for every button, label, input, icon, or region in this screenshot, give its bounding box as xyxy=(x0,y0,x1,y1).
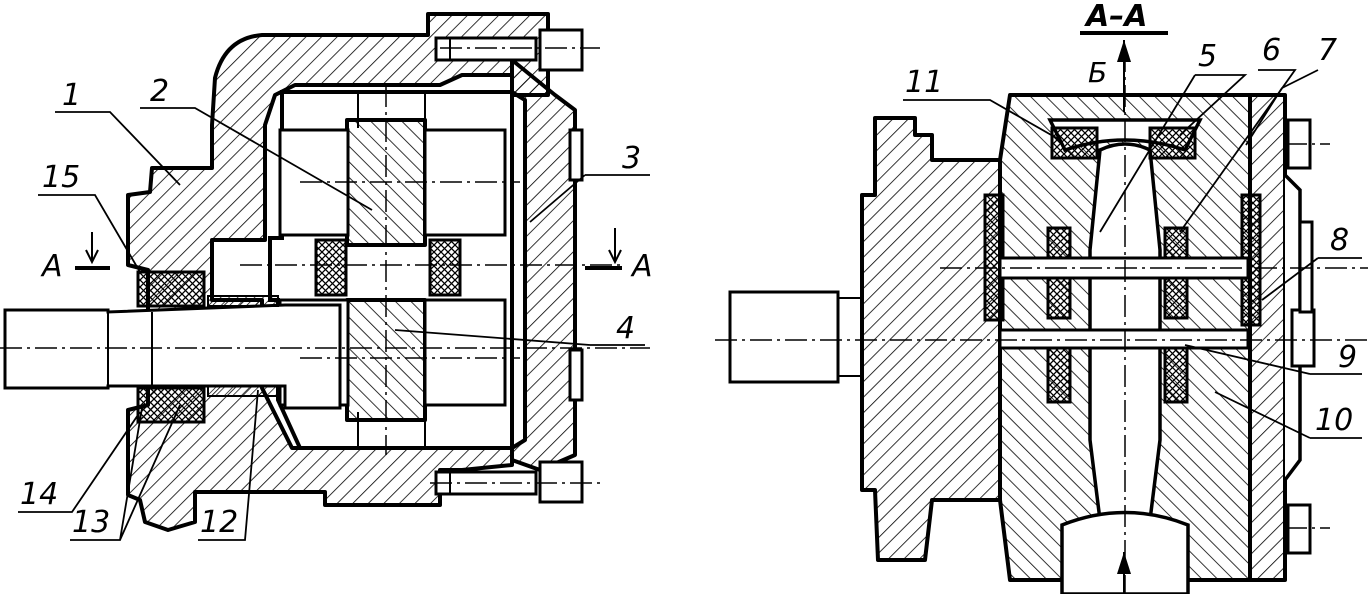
callout-labels: 1 2 3 4 5 6 7 8 9 10 11 12 13 14 15 А–А … xyxy=(20,0,1357,540)
cut-mark-right xyxy=(585,228,622,270)
leader-lines xyxy=(18,69,1362,541)
top-seal-right xyxy=(1148,126,1197,160)
callout-2: 2 xyxy=(150,74,169,109)
lower-gear-hub-right xyxy=(423,298,507,407)
cover-screw-top xyxy=(568,128,584,182)
callout-6: 6 xyxy=(1262,33,1281,68)
bolt-right-mid xyxy=(1290,308,1316,368)
cut-mark-right-label: А xyxy=(630,249,653,284)
callout-15: 15 xyxy=(42,160,80,195)
cover-screw-bottom xyxy=(568,348,584,402)
input-shaft-stub xyxy=(728,290,840,384)
callout-3: 3 xyxy=(622,141,641,176)
callout-13: 13 xyxy=(72,505,110,540)
top-bolt xyxy=(434,28,584,72)
cut-mark-left xyxy=(75,232,110,270)
section-label: А–А xyxy=(1084,0,1147,34)
cut-mark-left-label: А xyxy=(40,249,63,284)
rear-cover xyxy=(1248,93,1287,582)
shaft-seal-upper xyxy=(136,270,206,308)
callout-12: 12 xyxy=(200,505,238,540)
bushing-left xyxy=(314,238,348,297)
right-cross-section xyxy=(715,31,1368,594)
callout-11: 11 xyxy=(905,65,943,100)
left-longitudinal-section xyxy=(0,12,650,532)
shaft-seal-lower xyxy=(136,386,206,424)
bolt-right-bottom xyxy=(1286,503,1312,555)
callout-5: 5 xyxy=(1198,39,1217,74)
rotor-bar-lower xyxy=(998,328,1250,350)
callout-1: 1 xyxy=(62,78,81,113)
bushing-right xyxy=(428,238,462,297)
view-mark: Б xyxy=(1088,56,1107,89)
mounting-flange xyxy=(860,116,1002,562)
bottom-bolt xyxy=(434,460,584,504)
sleeve xyxy=(207,295,279,307)
callout-10: 10 xyxy=(1315,403,1353,438)
callout-14: 14 xyxy=(20,477,58,512)
callout-7: 7 xyxy=(1318,33,1337,68)
callout-9: 9 xyxy=(1338,340,1357,375)
top-seal-left xyxy=(1050,126,1099,160)
end-cover xyxy=(510,58,577,472)
drive-shaft xyxy=(3,303,342,410)
callout-4: 4 xyxy=(616,311,635,346)
callout-8: 8 xyxy=(1330,223,1349,258)
